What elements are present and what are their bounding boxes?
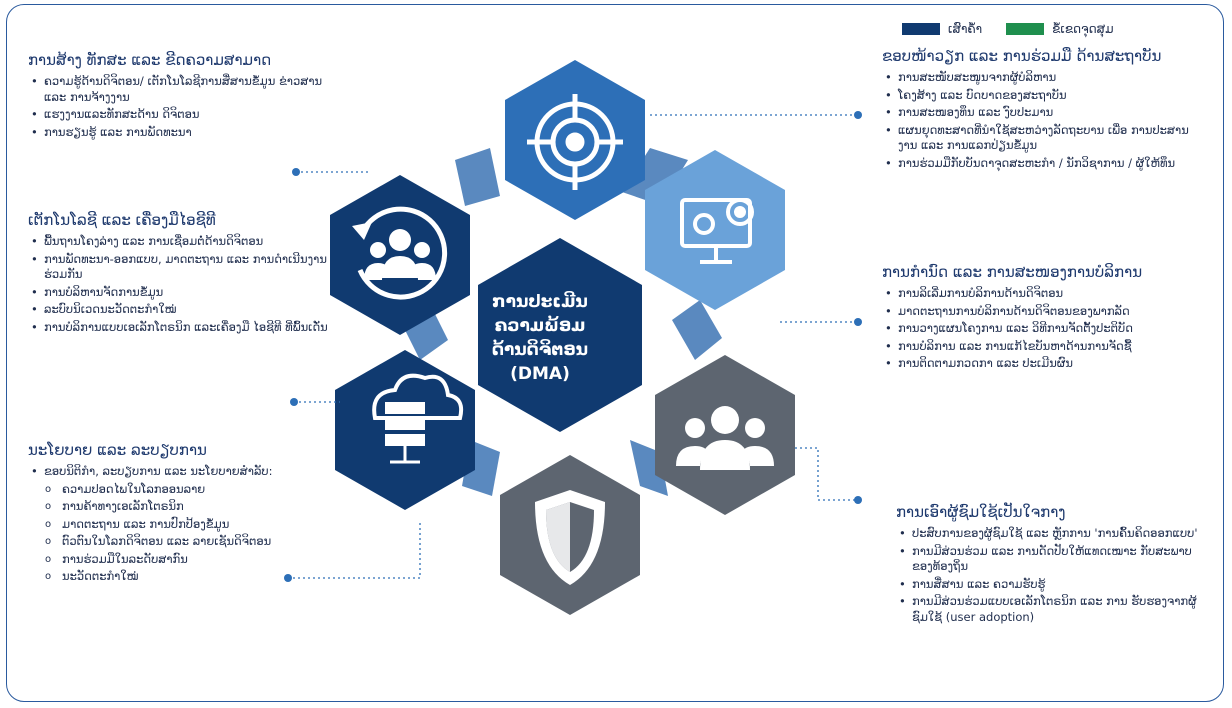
cloud-server-icon <box>372 373 464 464</box>
list-item: ການຮຽນຮູ້ ແລະ ການພັດທະນາ <box>28 125 328 141</box>
center-label-line-4: (DMA) <box>510 364 570 384</box>
outer-frame <box>6 4 1224 702</box>
hex-center <box>478 238 642 432</box>
shield-icon <box>535 490 605 585</box>
list-item: ການບໍລິການແບບເອເລັກໂຕຣນິກ ແລະເຄື່ອງມື ໄອ… <box>28 320 338 336</box>
list-item: ປະສົບການຂອງຜູ້ຊົມໃຊ້ ແລະ ຫຼັກການ 'ການຄົ້… <box>896 526 1206 542</box>
list-subitem: ການຮ່ວມມືໃນລະດັບສາກົນ <box>28 552 338 568</box>
block-title: ການສ້າງ ທັກສະ ແລະ ຂີດຄວາມສາມາດ <box>28 51 272 69</box>
block-institutional: ຂອບໜ້າວຽກ ແລະ ການຮ່ວມມື ດ້ານສະຖາບັນ ການສ… <box>882 46 1200 173</box>
list-item: ການສະໜັບສະໜູນຈາກຜູ້ບໍລິຫານ <box>882 70 1200 86</box>
list-item: ການມີສ່ວນຮ່ວມ ແລະ ການດັດປັບໃຫ້ແທດເໝາະ ກັ… <box>896 544 1206 575</box>
legend-label-pillars: ເສົາຄ້ຳ <box>948 22 983 36</box>
team-icon <box>676 406 774 470</box>
target-icon <box>527 94 623 190</box>
hex-team <box>655 355 795 515</box>
leader-dot-top-left <box>292 168 300 176</box>
list-item: ການພັດທະນາ-ອອກແບບ, ມາດຕະຖານ ແລະ ການດຳເນີ… <box>28 252 338 283</box>
legend-swatch-pillars <box>902 23 940 35</box>
block-title: ການກຳນົດ ແລະ ການສະໜອງການບໍລິການ <box>882 263 1143 281</box>
legend-item-pillars: ເສົາຄ້ຳ <box>902 22 982 36</box>
legend-item-focus: ຂໍ້ເຂດຈຸດສຸມ <box>1006 22 1114 36</box>
block-user-centric: ການເອົາຜູ້ຊົມໃຊ້ເປັນໃຈກາງ ປະສົບການຂອງຜູ້… <box>896 502 1206 627</box>
list-subitem: ການຄ້າທາງເອເລັກໂຕຣນິກ <box>28 499 338 515</box>
hex-computer <box>645 150 785 310</box>
connector-right <box>672 300 722 360</box>
block-list: ການລິເລີ່ມການບໍລິການດ້ານດິຈິຕອນ ມາດຕະຖານ… <box>882 286 1200 372</box>
block-technology: ເຕັກໂນໂລຊີ ແລະ ເຄື່ອງມືໄອຊີທີ ພື້ນຖານໂຄງ… <box>28 210 338 337</box>
list-item: ມາດຕະຖານການບໍລິການດ້ານດິຈິຕອນຂອງພາກລັດ <box>882 304 1200 320</box>
list-item: ໂຄງສ້າງ ແລະ ບົດບາດຂອງສະຖາບັນ <box>882 88 1200 104</box>
legend: ເສົາຄ້ຳ ຂໍ້ເຂດຈຸດສຸມ <box>902 20 1138 38</box>
list-subitem: ຄວາມປອດໄພໃນໂລກອອນລາຍ <box>28 482 338 498</box>
leader-line-bottom-right <box>795 447 858 501</box>
list-item: ການລິເລີ່ມການບໍລິການດ້ານດິຈິຕອນ <box>882 286 1200 302</box>
block-service-delivery: ການກຳນົດ ແລະ ການສະໜອງການບໍລິການ ການລິເລີ… <box>882 262 1200 374</box>
block-list: ຄວາມຮູ້ດ້ານດິຈິຕອນ/ ເຕັກໂນໂລຊີການສື່ສານຂ… <box>28 74 328 140</box>
list-item: ແຮງງານແລະທັກສະດ້ານ ດິຈິຕອນ <box>28 107 328 123</box>
connector-top-right <box>622 148 688 205</box>
block-list: ປະສົບການຂອງຜູ້ຊົມໃຊ້ ແລະ ຫຼັກການ 'ການຄົ້… <box>896 526 1206 625</box>
list-item: ການວາງແຜນໂຄງການ ແລະ ວິທີການຈັດຕັ້ງປະຕິບັ… <box>882 321 1200 337</box>
block-title: ເຕັກໂນໂລຊີ ແລະ ເຄື່ອງມືໄອຊີທີ <box>28 211 216 229</box>
leader-dot-left <box>290 398 298 406</box>
computer-gear-icon <box>680 198 754 264</box>
block-list: ການສະໜັບສະໜູນຈາກຜູ້ບໍລິຫານ ໂຄງສ້າງ ແລະ ບ… <box>882 70 1200 171</box>
connector-top-left <box>455 148 500 206</box>
list-item: ຂອບນິຕິກໍາ, ລະບຽບການ ແລະ ນະໂຍບາຍສໍາລັບ: <box>28 464 338 480</box>
leader-line-bottom-left <box>288 520 421 579</box>
list-item: ການສະໜອງທຶນ ແລະ ງົບປະມານ <box>882 105 1200 121</box>
hex-people <box>330 175 470 335</box>
list-item: ພື້ນຖານໂຄງລ່າງ ແລະ ການເຊື່ອມຕໍ່ດ້ານດິຈິຕ… <box>28 234 338 250</box>
list-item: ການຮ່ວມມືກັບບັນດາຈຸດສະຫະກໍາ / ນັກວິຊາການ… <box>882 156 1200 172</box>
list-subitem: ມາດຕະຖານ ແລະ ການປົກປ້ອງຂໍ້ມູນ <box>28 517 338 533</box>
leader-dot-top-right <box>854 111 862 119</box>
block-title: ການເອົາຜູ້ຊົມໃຊ້ເປັນໃຈກາງ <box>896 503 1066 521</box>
list-item: ການບໍລິຫານຈັດການຂໍ້ມູນ <box>28 285 338 301</box>
list-item: ລະບົບນິເວດນະວັດຕະກໍາໃໝ່ <box>28 302 338 318</box>
center-label-line-1: ການປະເມີນ <box>492 292 588 312</box>
people-refresh-icon <box>352 206 448 300</box>
leader-dot-right <box>854 318 862 326</box>
list-item: ການມີສ່ວນຮ່ວມແບບເອເລັກໂຕຣນິກ ແລະ ການ ຮັບ… <box>896 594 1206 625</box>
block-skills: ການສ້າງ ທັກສະ ແລະ ຂີດຄວາມສາມາດ ຄວາມຮູ້ດ້… <box>28 50 328 142</box>
leader-dot-bottom-right <box>854 496 862 504</box>
block-list: ພື້ນຖານໂຄງລ່າງ ແລະ ການເຊື່ອມຕໍ່ດ້ານດິຈິຕ… <box>28 234 338 335</box>
center-label: ການປະເມີນ ຄວາມພ້ອມ ດ້ານດິຈິຕອນ (DMA) <box>470 290 610 386</box>
legend-swatch-focus <box>1006 23 1045 35</box>
list-item: ແຜນຍຸດທະສາດທີ່ນຳໃຊ້ສະຫວ່າງລັດຖະບານ ເພື່ອ… <box>882 123 1200 154</box>
list-item: ຄວາມຮູ້ດ້ານດິຈິຕອນ/ ເຕັກໂນໂລຊີການສື່ສານຂ… <box>28 74 328 105</box>
list-subitem: ຕົວຕົນໃນໂລກດິຈິຕອນ ແລະ ລາຍເຊັນດິຈິຕອນ <box>28 534 338 550</box>
block-policy: ນະໂຍບາຍ ແລະ ລະບຽບການ ຂອບນິຕິກໍາ, ລະບຽບກາ… <box>28 440 338 587</box>
list-item: ການສື່ສານ ແລະ ຄວາມຮັບຮູ້ <box>896 577 1206 593</box>
legend-label-focus: ຂໍ້ເຂດຈຸດສຸມ <box>1052 22 1114 36</box>
block-title: ຂອບໜ້າວຽກ ແລະ ການຮ່ວມມື ດ້ານສະຖາບັນ <box>882 47 1162 65</box>
list-subitem: ນະວັດຕະກໍາໃໝ່ <box>28 569 338 585</box>
block-title: ນະໂຍບາຍ ແລະ ລະບຽບການ <box>28 441 207 459</box>
list-item: ການຕິດຕາມກວດກາ ແລະ ປະເມີນຜົນ <box>882 356 1200 372</box>
block-list: ຂອບນິຕິກໍາ, ລະບຽບການ ແລະ ນະໂຍບາຍສໍາລັບ: … <box>28 464 338 585</box>
list-item: ການບໍລິການ ແລະ ການແກ້ໄຂບັນຫາດ້ານການຈັດຊື… <box>882 339 1200 355</box>
center-label-line-3: ດ້ານດິຈິຕອນ <box>491 340 589 360</box>
center-label-line-2: ຄວາມພ້ອມ <box>494 316 586 336</box>
